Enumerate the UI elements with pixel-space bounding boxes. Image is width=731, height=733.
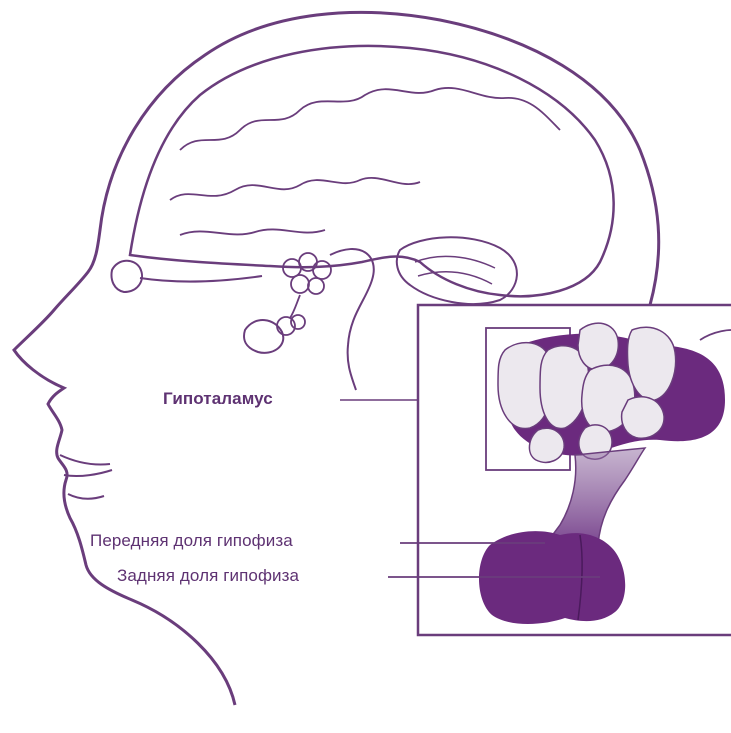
brainstem [330,249,374,390]
mouth-line [60,455,110,465]
cerebellum-folds [415,256,495,284]
brain-folds [170,88,560,235]
nasal-cavity [244,320,283,353]
label-hypothalamus: Гипоталамус [163,389,273,409]
optic-nerve [140,276,262,282]
label-posterior-pituitary: Задняя доля гипофиза [117,566,299,586]
chin-line [68,494,104,499]
label-anterior-pituitary: Передняя доля гипофиза [90,531,293,551]
lip-line [64,470,112,476]
eye-outline [112,261,143,292]
